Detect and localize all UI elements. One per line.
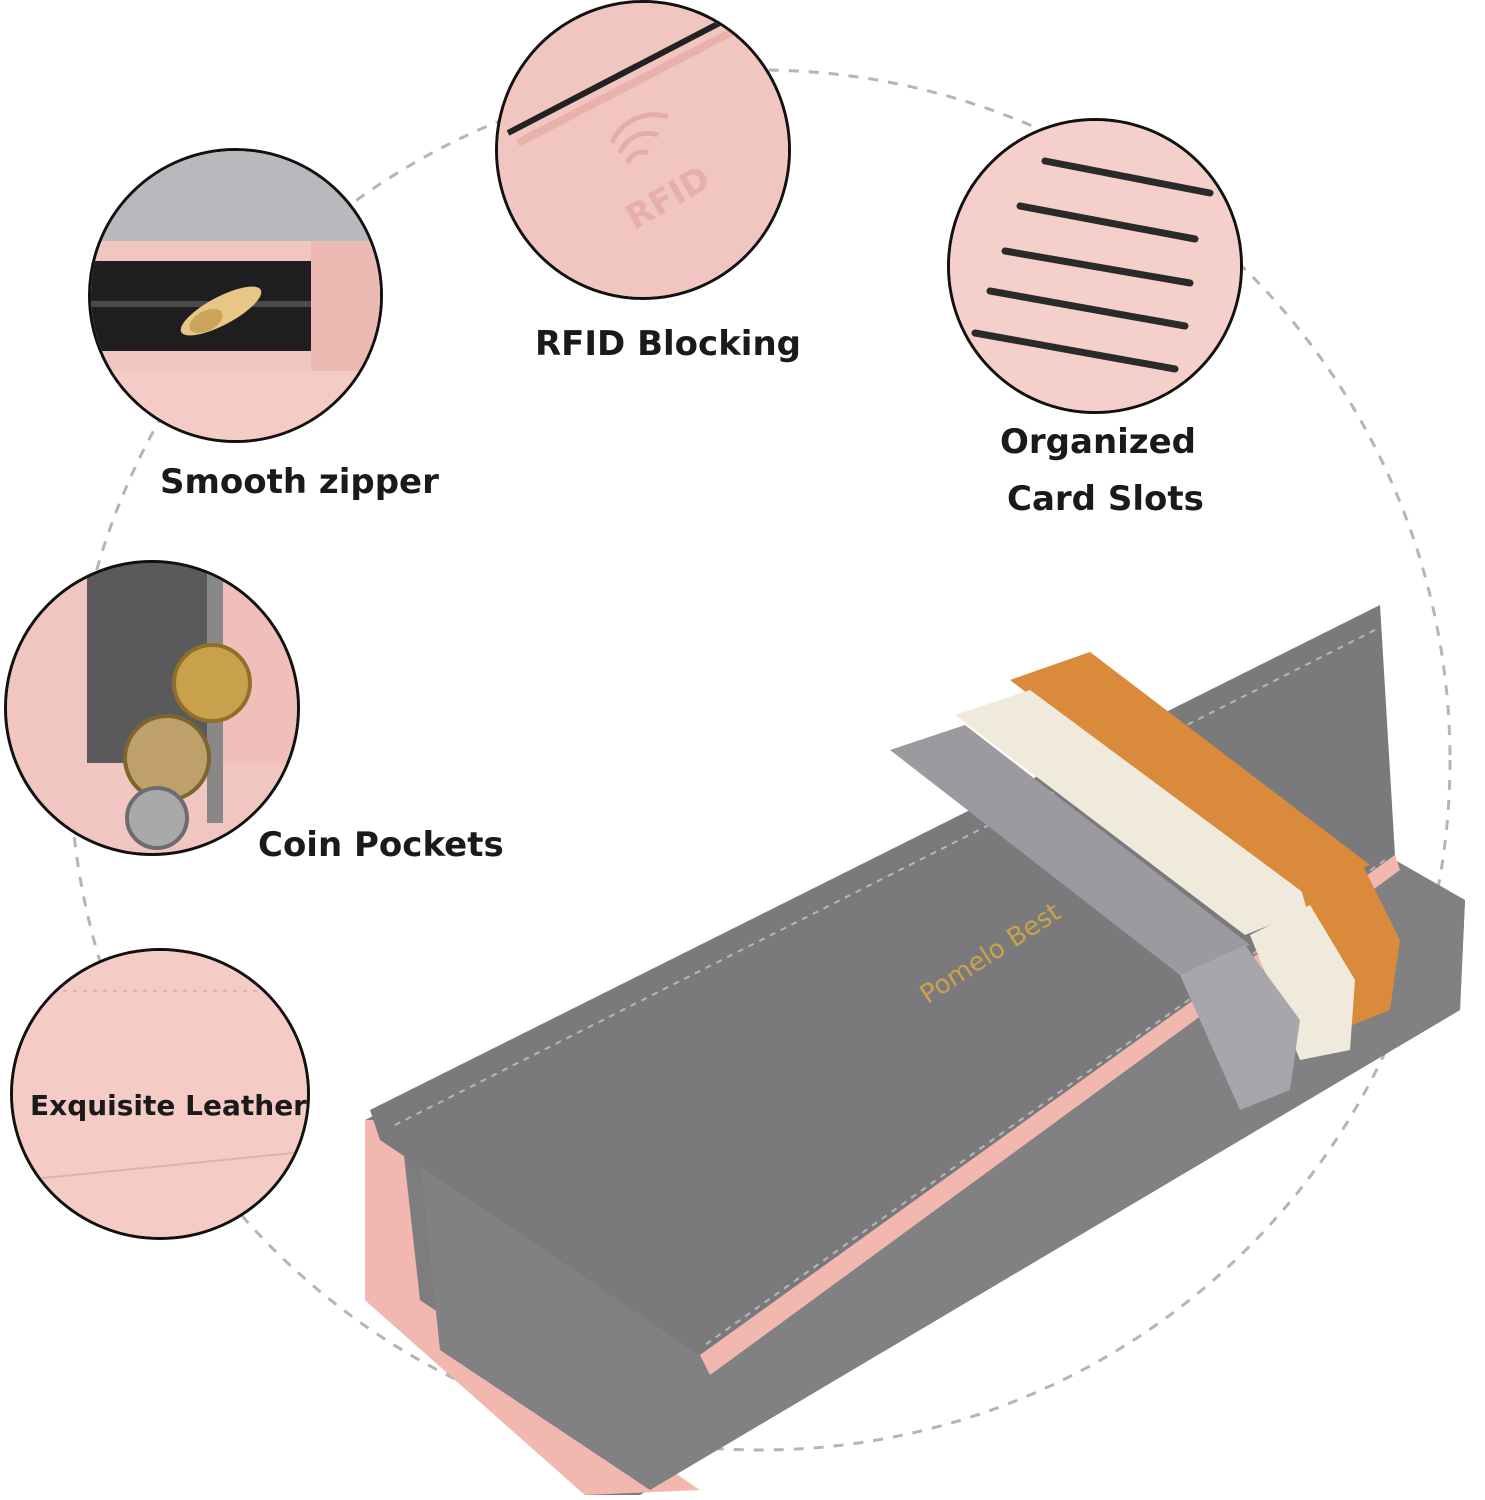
card-slots-label-line1: Organized xyxy=(1000,422,1196,462)
coin-label: Coin Pockets xyxy=(258,825,504,865)
card-slots-detail-circle xyxy=(947,118,1243,414)
leather-label: Exquisite Leather xyxy=(30,1089,307,1122)
leather-detail-circle: Exquisite Leather xyxy=(10,948,310,1240)
rfid-detail-image xyxy=(498,3,788,297)
rfid-label: RFID Blocking xyxy=(535,324,802,364)
wifi-signal-icon xyxy=(609,112,669,164)
card-slots-label-line2: Card Slots xyxy=(1007,479,1204,519)
orange-stripe xyxy=(1010,652,1370,895)
zipper-label: Smooth zipper xyxy=(160,462,439,502)
light-gray-stripe xyxy=(890,725,1250,975)
zipper-detail-circle xyxy=(88,148,383,443)
cream-stripe xyxy=(955,690,1320,935)
leather-detail-image xyxy=(13,951,307,1237)
rfid-detail-circle: RFID xyxy=(495,0,791,300)
card-slots-detail-image xyxy=(950,121,1240,411)
